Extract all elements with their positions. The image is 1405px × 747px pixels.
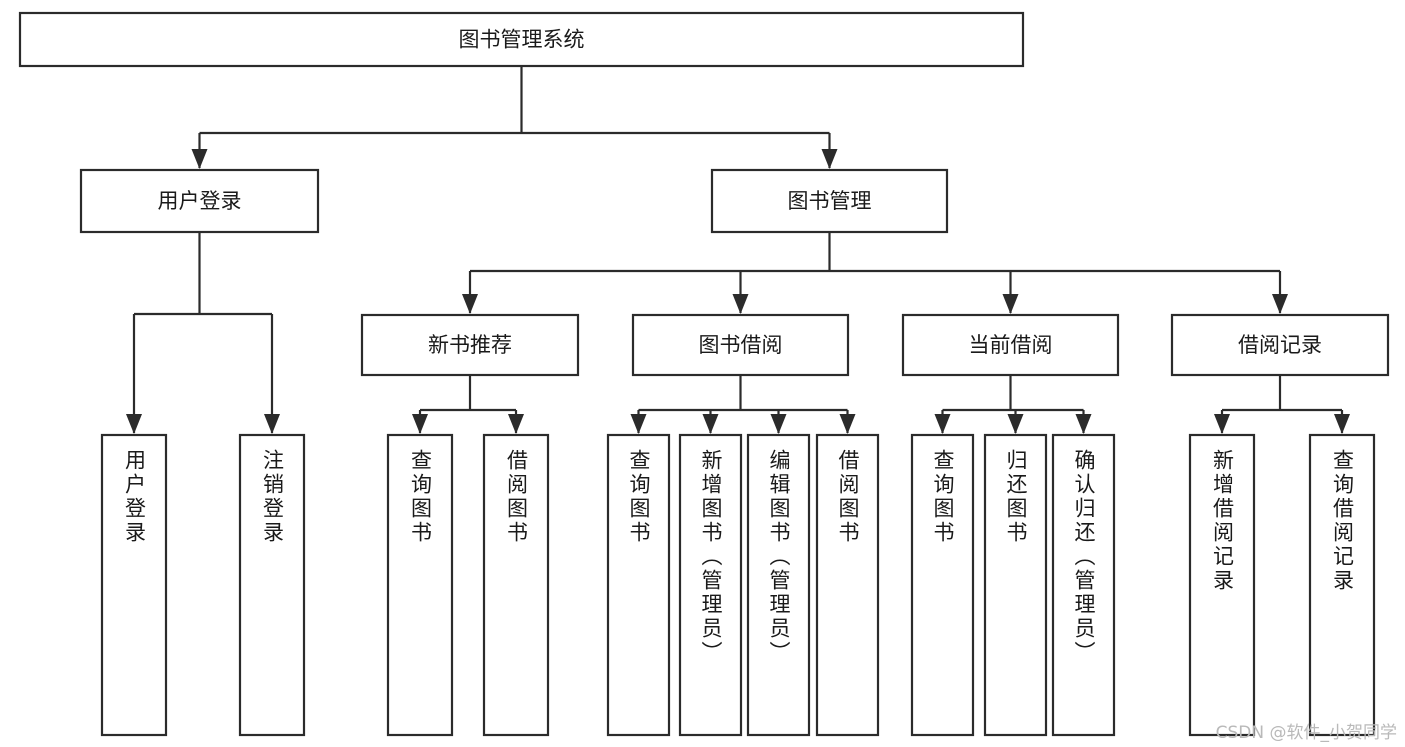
node-box (631, 313, 850, 377)
node-label: 新书推荐 (428, 333, 512, 357)
connector-arrowhead (1214, 414, 1230, 434)
node-leaf-查询图书-4[interactable] (606, 433, 671, 737)
connector-layer (126, 66, 1350, 434)
node-leaf-注销登录-1[interactable] (238, 433, 306, 737)
connector-arrowhead (1002, 294, 1019, 314)
connector-arrowhead (462, 294, 478, 314)
node-box (1308, 433, 1376, 737)
watermark-text: CSDN @软件_小贺同学 (1215, 723, 1397, 743)
node-root-图书管理系统[interactable]: 图书管理系统 (18, 11, 1025, 68)
node-leaf-借阅图书-3[interactable] (482, 433, 550, 737)
node-leaf-归还图书-9[interactable] (983, 433, 1048, 737)
node-label: 借阅记录 (1238, 333, 1322, 357)
node-level3-图书借阅-1[interactable]: 图书借阅 (631, 313, 850, 377)
node-box (746, 433, 811, 737)
node-leaf-新增借阅记录-11[interactable] (1188, 433, 1256, 737)
connector-arrowhead (1075, 414, 1092, 434)
node-label: 当前借阅 (969, 333, 1053, 357)
node-box (901, 313, 1120, 377)
node-box (910, 433, 975, 737)
connector-arrowhead (732, 294, 749, 314)
node-box (815, 433, 880, 737)
node-label: 图书管理 (788, 189, 872, 213)
connector-arrowhead (630, 414, 647, 434)
node-box (710, 168, 949, 234)
connector-arrowhead (191, 149, 208, 169)
node-box (238, 433, 306, 737)
node-box (360, 313, 580, 377)
connector-arrowhead (1007, 414, 1024, 434)
node-box (79, 168, 320, 234)
connector-arrowhead (1272, 294, 1288, 314)
connector-arrowhead (702, 414, 719, 434)
node-leaf-借阅图书-7[interactable] (815, 433, 880, 737)
node-level3-当前借阅-2[interactable]: 当前借阅 (901, 313, 1120, 377)
node-box (1051, 433, 1116, 737)
connector-arrowhead (934, 414, 951, 434)
node-box (983, 433, 1048, 737)
node-leaf-用户登录-0[interactable] (100, 433, 168, 737)
node-box (678, 433, 743, 737)
node-level2-用户登录-0[interactable]: 用户登录 (79, 168, 320, 234)
node-box (18, 11, 1025, 68)
node-level3-借阅记录-3[interactable]: 借阅记录 (1170, 313, 1390, 377)
node-box (386, 433, 454, 737)
node-leaf-查询图书-8[interactable] (910, 433, 975, 737)
connector-arrowhead (508, 414, 524, 434)
node-box (606, 433, 671, 737)
connector-arrowhead (264, 414, 280, 434)
connector-arrowhead (821, 149, 838, 169)
node-box (482, 433, 550, 737)
connector-arrowhead (839, 414, 856, 434)
node-label: 图书管理系统 (459, 28, 585, 52)
node-label: 用户登录 (158, 189, 242, 213)
node-leaf-新增图书管理员-5[interactable] (678, 433, 743, 737)
node-leaf-查询借阅记录-12[interactable] (1308, 433, 1376, 737)
node-label: 图书借阅 (699, 333, 783, 357)
node-level2-图书管理-1[interactable]: 图书管理 (710, 168, 949, 234)
connector-arrowhead (412, 414, 428, 434)
node-leaf-确认归还管理员-10[interactable] (1051, 433, 1116, 737)
connector-arrowhead (126, 414, 142, 434)
node-leaf-编辑图书管理员-6[interactable] (746, 433, 811, 737)
node-leaf-查询图书-2[interactable] (386, 433, 454, 737)
node-box (1188, 433, 1256, 737)
connector-arrowhead (770, 414, 787, 434)
node-box (100, 433, 168, 737)
connector-arrowhead (1334, 414, 1350, 434)
node-level3-新书推荐-0[interactable]: 新书推荐 (360, 313, 580, 377)
node-box (1170, 313, 1390, 377)
